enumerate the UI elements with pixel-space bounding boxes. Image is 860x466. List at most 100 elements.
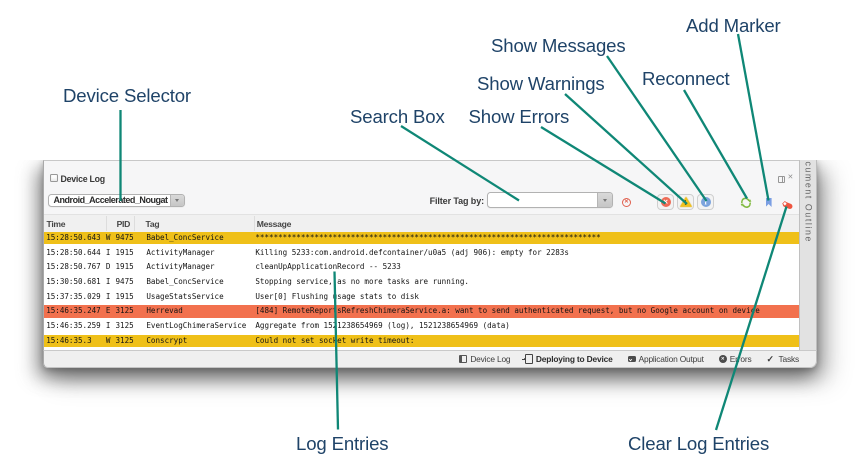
column-separator	[133, 216, 135, 231]
log-row-3[interactable]: 15:28:50.767 D 1915 ActivityManager cleanUpA…	[44, 261, 799, 276]
show-errors-toggle[interactable]	[657, 194, 675, 210]
log-cell-level: E	[105, 306, 111, 316]
log-cell-pid: 1915	[115, 262, 134, 272]
log-cell-msg: ****************************************…	[255, 233, 601, 242]
log-cell-msg: Stopping service, as no more tasks are r…	[255, 276, 469, 286]
log-cell-time: 15:28:50.643	[46, 233, 101, 242]
deploy-device-icon	[522, 354, 533, 364]
log-cell-time: 15:46:35.3	[46, 335, 92, 345]
log-cell-pid: 3125	[115, 335, 134, 345]
column-header-time[interactable]: Time	[46, 218, 66, 229]
log-cell-level: I	[105, 291, 111, 301]
annotation-label-log-entries: Log Entries	[296, 432, 389, 454]
log-cell-time: 15:28:50.767	[46, 262, 101, 272]
device-selector-dropdown[interactable]: Android_Accelerated_Nougat	[47, 193, 185, 207]
device-selector-dropdown-button[interactable]	[170, 194, 184, 206]
row-highlight	[43, 334, 799, 347]
log-cell-time: 15:37:35.029	[46, 291, 101, 301]
log-cell-level: D	[105, 262, 111, 272]
panel-title: Device Log	[60, 173, 106, 184]
panel-titlebar: Device Log ✕	[44, 161, 799, 189]
filter-tag-dropdown-button[interactable]	[597, 193, 612, 207]
window-content-row: Device Log ✕ Android_Accelerated_Nougat …	[42, 160, 817, 350]
clear-filter-icon[interactable]	[621, 197, 632, 207]
annotation-label-search-box: Search Box	[350, 105, 445, 127]
add-marker-icon[interactable]	[766, 198, 772, 208]
annotation-label-clear-log-entries: Clear Log Entries	[628, 433, 770, 454]
show-warnings-icon	[679, 196, 692, 207]
log-cell-time: 15:46:35.247	[46, 306, 101, 316]
document-outline-tab[interactable]: Document Outline	[798, 160, 817, 350]
device-log-checkbox[interactable]	[50, 174, 58, 182]
log-cell-msg: Killing 5233:com.android.defcontainer/u0…	[255, 247, 569, 257]
log-cell-msg: User[0] Flushing usage stats to disk	[255, 291, 419, 301]
column-separator	[105, 216, 107, 231]
filter-tag-label: Filter Tag by:	[429, 196, 485, 206]
statusbar-item-label: Tasks	[778, 354, 799, 364]
log-cell-pid: 3125	[115, 306, 134, 316]
log-cell-pid: 9475	[115, 233, 134, 242]
log-cell-level: W	[105, 335, 111, 345]
device-log-icon	[458, 354, 468, 364]
annotation-label-reconnect: Reconnect	[642, 68, 730, 89]
statusbar-item-device-log[interactable]: Device Log	[458, 354, 511, 364]
errors-icon	[718, 355, 727, 363]
show-messages-toggle[interactable]	[697, 194, 715, 210]
clear-log-entries-icon[interactable]	[782, 197, 793, 209]
row-highlight	[43, 232, 799, 245]
log-cell-level: I	[105, 247, 111, 257]
log-cell-time: 15:28:50.644	[46, 247, 101, 257]
show-errors-icon	[660, 197, 671, 207]
log-row-6[interactable]: 15:46:35.247 E 3125 Herrevad [484] RemoteRep…	[43, 305, 799, 320]
statusbar-item-deploying-to-device[interactable]: Deploying to Device	[522, 354, 613, 364]
statusbar-item-application-output[interactable]: Application Output	[627, 354, 704, 364]
show-warnings-toggle[interactable]	[677, 194, 695, 210]
log-cell-msg: cleanUpApplicationRecord -- 5233	[255, 262, 401, 272]
log-cell-level: W	[105, 233, 111, 242]
annotation-label-device-selector: Device Selector	[63, 84, 191, 106]
annotation-label-add-marker: Add Marker	[686, 15, 781, 36]
log-cell-msg: Could not set socket write timeout:	[255, 335, 415, 345]
statusbar-item-errors[interactable]: Errors	[718, 354, 752, 364]
statusbar-item-label: Deploying to Device	[535, 354, 613, 364]
annotation-label-show-messages: Show Messages	[491, 34, 626, 56]
column-header-tag[interactable]: Tag	[145, 218, 160, 229]
log-table-header[interactable]: Time PID Tag Message	[43, 214, 799, 232]
log-cell-tag: ActivityManager	[146, 262, 215, 272]
log-cell-tag: UsageStatsService	[146, 291, 224, 301]
log-cell-pid: 3125	[115, 320, 134, 330]
column-header-pid[interactable]: PID	[116, 218, 131, 229]
statusbar-item-tasks[interactable]: Tasks	[766, 354, 799, 365]
column-separator	[254, 216, 255, 231]
tasks-icon	[766, 354, 775, 365]
application-output-icon	[627, 355, 636, 363]
annotation-label-show-warnings: Show Warnings	[477, 73, 605, 94]
log-cell-pid: 1915	[115, 291, 134, 301]
log-cell-pid: 1915	[115, 247, 134, 257]
log-row-1[interactable]: 15:28:50.643 W 9475 Babel_ConcService ******…	[43, 232, 799, 247]
column-header-message[interactable]: Message	[256, 218, 292, 229]
document-outline-label: Document Outline	[803, 160, 814, 244]
float-window-icon[interactable]	[777, 176, 785, 183]
log-cell-tag: Babel_ConcService	[146, 233, 224, 242]
log-cell-tag: Conscrypt	[146, 335, 188, 345]
reconnect-icon[interactable]	[740, 196, 752, 208]
close-icon[interactable]: ✕	[787, 173, 794, 181]
filter-tag-input[interactable]	[486, 192, 613, 208]
log-row-5[interactable]: 15:37:35.029 I 1915 UsageStatsService User[0…	[44, 291, 799, 306]
log-cell-msg: [484] RemoteReportsRefreshChimeraService…	[255, 306, 760, 316]
log-row-8[interactable]: 15:46:35.3 W 3125 Conscrypt Could not set so…	[43, 334, 799, 350]
log-cell-pid: 9475	[115, 276, 134, 286]
statusbar-item-label: Device Log	[470, 354, 511, 364]
ide-window-fragment: Device Log ✕ Android_Accelerated_Nougat …	[42, 160, 817, 368]
row-highlight	[43, 305, 799, 318]
statusbar-item-label: Errors	[729, 354, 752, 364]
log-cell-tag: Herrevad	[146, 306, 183, 316]
device-log-panel: Device Log ✕ Android_Accelerated_Nougat …	[42, 160, 799, 350]
statusbar-item-label: Application Output	[638, 354, 704, 364]
